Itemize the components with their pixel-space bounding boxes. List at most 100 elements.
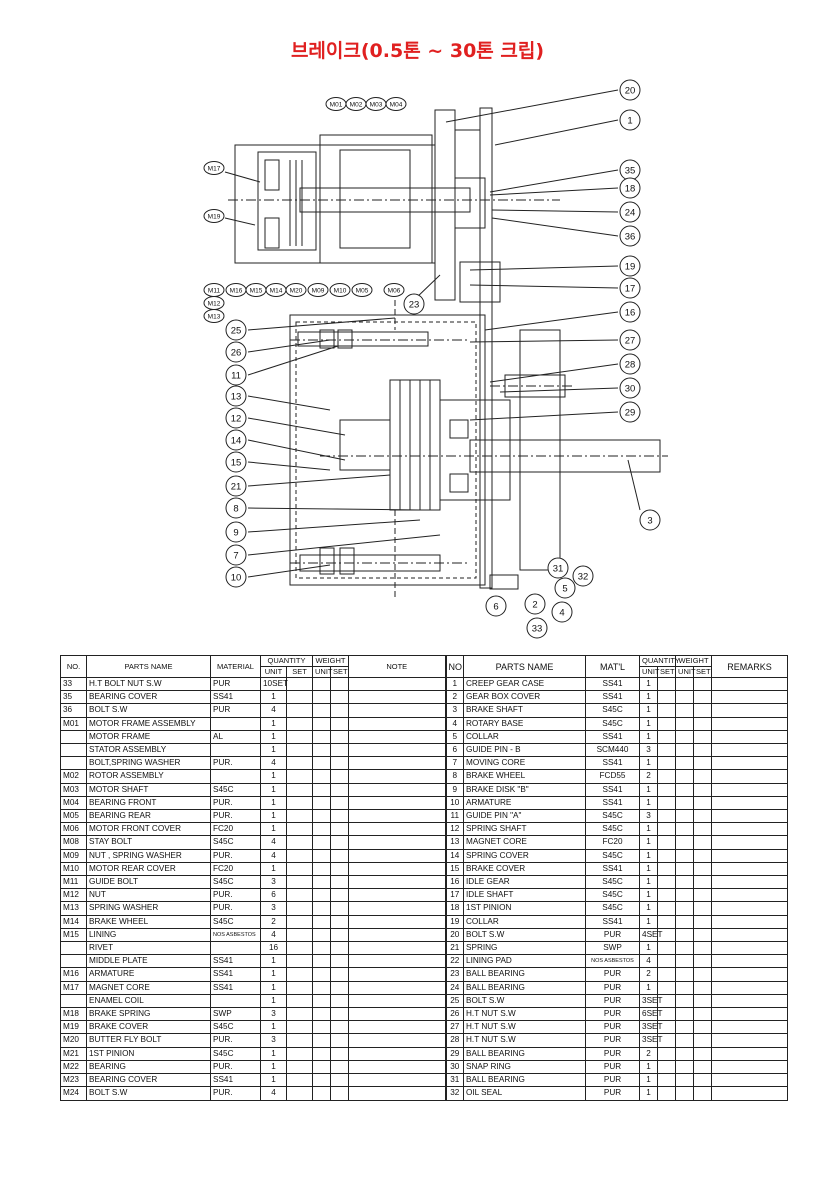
cell-matl: NOS ASBESTOS [585,954,641,969]
cell-qty2-unit: 1 [639,676,659,692]
callout-label: 14 [231,436,242,447]
cell-wt2-set [693,716,713,731]
cell-qty2-unit: 3 [639,809,659,824]
cell-matl: SS41 [585,795,641,811]
cell-parts-name2: MOVING CORE [463,756,587,771]
cell-wt-unit [312,756,332,771]
cell-wt2-set [693,1059,713,1075]
cell-wt2-unit [675,861,695,877]
callout-label: 21 [231,482,242,493]
callout-circle [572,565,594,587]
cell-qty-unit: 1 [260,954,287,969]
cell-wt2-set [693,980,713,995]
cell-parts-name2: LINING PAD [463,954,587,969]
cell-wt2-unit [675,716,695,731]
callout-bubble: M01 [325,97,347,111]
callout-circle [225,385,247,407]
cell-wt2-set [693,914,713,929]
cell-parts-name2: SPRING [463,941,587,956]
cell-wt2-set [693,993,713,1009]
callout-bubble: 9 [225,521,247,543]
callout-label: 33 [532,624,543,635]
callout-circle [619,377,641,399]
cell-no2: 14 [444,848,465,863]
cell-no: M22 [60,1059,87,1075]
cell-parts-name2: BRAKE COVER [463,861,587,877]
callout-circle [619,301,641,323]
cell-wt-unit [312,861,332,877]
cell-remarks [711,703,789,718]
cell-material: AL [210,729,261,745]
col-wt-set: SET [330,666,350,678]
cell-wt2-set [693,756,713,771]
cell-no [60,954,87,969]
cell-note [348,1033,447,1048]
cell-note [348,927,447,943]
cell-parts-name2: BALL BEARING [463,1073,587,1088]
cell-parts-name: ENAMEL COIL [86,993,211,1009]
cell-wt-set [330,980,350,995]
cell-qty2-unit: 1 [639,795,659,811]
callout-bubble: 7 [225,544,247,566]
callout-circle [307,283,329,297]
callout-circle [403,293,425,315]
cell-qty-set [285,835,314,850]
callout-circle [225,451,247,473]
cell-parts-name2: COLLAR [463,914,587,929]
callout-circle [619,255,641,277]
cell-no2: 6 [444,743,465,758]
cell-no2: 31 [444,1073,465,1088]
cell-matl: SS41 [585,782,641,797]
cell-wt-unit [312,967,332,982]
callout-label: M15 [250,288,263,295]
cell-material: SS41 [210,954,261,969]
callout-label: M02 [350,102,363,109]
cell-wt2-unit [675,1020,695,1035]
cell-qty-unit: 1 [260,743,287,758]
cell-qty2-unit: 1 [639,980,659,995]
callout-circle [225,544,247,566]
cell-wt2-set [693,861,713,877]
cell-wt-unit [312,822,332,837]
cell-wt2-unit [675,1033,695,1048]
cell-qty-set [285,901,314,916]
callout-circle [619,401,641,423]
cell-remarks [711,927,789,943]
cell-qty2-set [657,875,677,890]
cell-parts-name: MIDDLE PLATE [86,954,211,969]
cell-wt-set [330,941,350,956]
cell-matl: SS41 [585,729,641,745]
callout-bubble: 14 [225,429,247,451]
cell-wt2-unit [675,901,695,916]
cell-wt2-unit [675,782,695,797]
cell-parts-name: NUT [86,888,211,903]
cell-qty2-unit: 1 [639,875,659,890]
cell-parts-name2: OIL SEAL [463,1086,587,1101]
cell-wt-unit [312,1020,332,1035]
cell-qty-unit: 3 [260,1033,287,1048]
col-parts-name2: PARTS NAME [463,655,587,678]
callout-bubble: 21 [225,475,247,497]
page-title: 브레이크(0.5톤 ~ 30톤 크립) [290,40,545,62]
cell-wt-set [330,1020,350,1035]
callout-bubble: 31 [547,557,569,579]
cell-material [210,743,261,758]
cell-wt-set [330,1073,350,1088]
callout-bubble: M09 [307,283,329,297]
cell-wt-set [330,1033,350,1048]
cell-parts-name2: GUIDE PIN "A" [463,809,587,824]
col-quantity: QUANTITY [259,655,314,667]
cell-parts-name2: GUIDE PIN - B [463,743,587,758]
cell-parts-name: STAY BOLT [86,835,211,850]
cell-remarks [711,782,789,797]
callout-label: 26 [231,348,242,359]
cell-no: M02 [60,769,87,784]
cell-qty-unit: 3 [260,1007,287,1022]
